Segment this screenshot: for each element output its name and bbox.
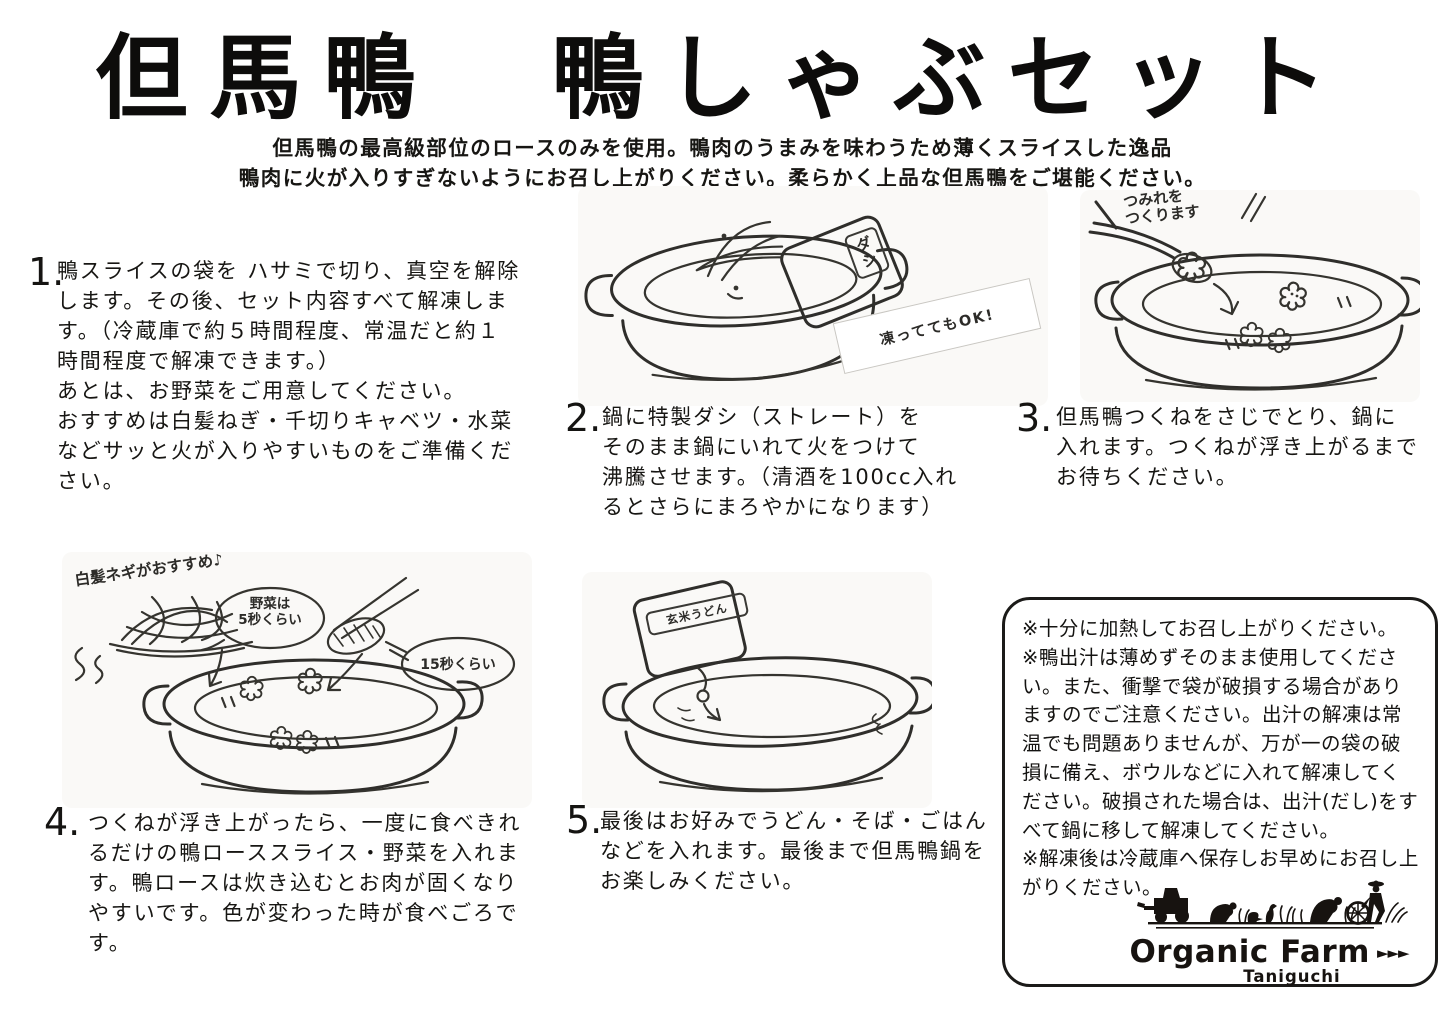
logo-arrows-icon: ►►►	[1376, 944, 1410, 962]
step-4-text: つくねが浮き上がったら、一度に食べきれ るだけの鴨ローススライス・野菜を入れま …	[88, 811, 522, 955]
donabe-pot-vegetables-sketch	[74, 576, 516, 795]
step-4-number: 4.	[44, 800, 81, 844]
step-2-text: 鍋に特製ダシ（ストレート）を そのまま鍋にいれて火をつけて 沸騰させます。（清酒…	[602, 405, 958, 519]
organic-farm-logo: Organic Farm ►►► Taniguchi	[1114, 876, 1424, 986]
farm-scene-icon	[1137, 880, 1408, 929]
vegetable-time-bubble: 野菜は 5秒くらい	[238, 596, 302, 628]
subtitle-line-1: 但馬鴨の最高級部位のロースのみを使用。鴨肉のうまみを味わうため薄くスライスした逸…	[272, 136, 1173, 160]
donabe-pot-dashi-sketch	[584, 215, 909, 382]
caution-storage: ※解凍後は冷蔵庫へ保存しお早めにお召し上がりください。	[1022, 847, 1419, 900]
cautions-box: ※十分に加熱してお召し上がりください。 ※鴨出汁は薄めずそのまま使用してください…	[1002, 597, 1438, 987]
caution-heat: ※十分に加熱してお召し上がりください。	[1022, 617, 1398, 640]
step-2-number: 2.	[565, 396, 602, 440]
logo-subname: Taniguchi	[1243, 967, 1341, 986]
step-3-number: 3.	[1016, 396, 1053, 440]
vegetables-meat-illustration: 白髪ネギがおすすめ♪ 野菜は 5秒くらい 15秒くらい	[62, 551, 532, 808]
step-1-text: 鴨スライスの袋を ハサミで切り、真空を解除 します。その後、セット内容すべて解凍…	[57, 259, 521, 493]
udon-packet-sketch	[632, 580, 747, 678]
step-5-text: 最後はお好みでうどん・そば・ごはん などを入れます。最後まで但馬鴨鍋を お楽しみ…	[600, 809, 988, 893]
caution-dashi: ※鴨出汁は薄めずそのまま使用してください。また、衝撃で袋が破損する場合があります…	[1022, 645, 1419, 842]
step-3-text: 但馬鴨つくねをさじでとり、鍋に 入れます。つくねが浮き上がるまで お待ちください…	[1056, 405, 1419, 489]
tsukune-spoon-illustration: つみれを つくります	[1080, 187, 1427, 402]
frozen-ok-note-text: 凍っててもOK!	[878, 306, 997, 349]
logo-name: Organic Farm	[1129, 934, 1370, 970]
step-5-number: 5.	[566, 798, 603, 842]
step-1-number: 1.	[28, 250, 65, 294]
page-title: 但馬鴨 鴨しゃぶセット	[95, 25, 1350, 132]
udon-illustration: 玄米うどん	[582, 572, 937, 808]
meat-time-bubble: 15秒くらい	[420, 657, 496, 673]
dashi-pour-illustration: ダ シ 凍っててもOK!	[578, 186, 1048, 406]
donabe-pot-udon-sketch	[602, 580, 937, 793]
